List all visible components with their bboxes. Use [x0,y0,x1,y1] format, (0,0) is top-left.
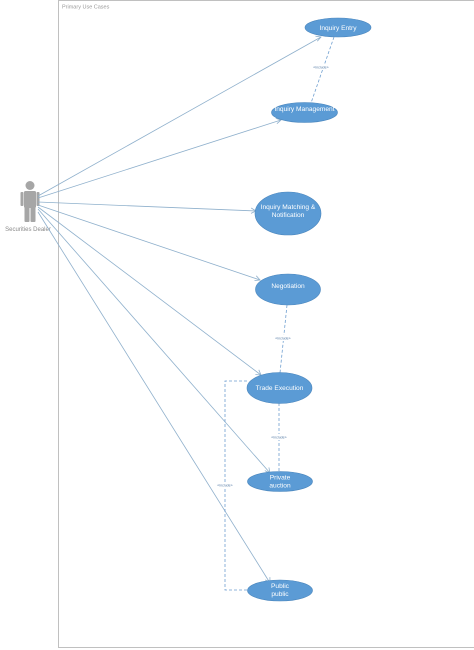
use-case-trade-execution[interactable]: Trade Execution [246,372,313,404]
use-case-label: public [271,591,289,598]
use-case-label: Inquiry Entry [319,25,357,32]
boundary-title: Primary Use Cases [62,5,110,11]
include-label: «include» [217,484,232,488]
include-label: «include» [271,436,286,440]
association-arrowhead [275,118,282,124]
use-case-negotiation[interactable]: Negotiation [255,273,321,306]
associations [37,35,322,584]
association-line-inquiry-management [37,119,282,199]
use-case-inquiry-matching[interactable]: Inquiry Matching & Notification [254,191,322,236]
use-case-label: Private [270,475,291,482]
use-case-label: Trade Execution [256,385,304,392]
use-case-label: Notification [272,212,305,219]
use-case-inquiry-management[interactable]: Inquiry Management [271,102,338,123]
use-case-inquiry-entry[interactable]: Inquiry Entry [304,17,372,38]
use-case-label: auction [269,483,291,490]
association-line-negotiation [37,204,261,281]
use-case-public-auction[interactable]: Public public [247,579,313,602]
use-case-private-auction[interactable]: Private auction [247,471,313,492]
actor-securities-dealer: Securities Dealer [5,181,51,233]
association-arrowhead [315,35,322,42]
association-line-private-auction [37,208,271,474]
association-line-inquiry-entry [37,36,322,197]
include-label: «include» [275,337,290,341]
include-relationships: «include» «include» «include» «include» [214,36,335,591]
use-case-label: Public [271,583,290,590]
association-arrowhead [254,275,261,281]
use-case-label: Inquiry Management [274,106,334,113]
use-case-label: Negotiation [271,283,305,290]
include-line-entry-management [310,36,335,104]
actor-label: Securities Dealer [5,227,51,233]
association-line-trade-execution [37,206,262,376]
use-case-label: Inquiry Matching & [261,204,316,211]
include-label: «include» [313,66,328,70]
include-line-negotiation-trade [279,304,288,374]
actor-icon [20,181,40,222]
system-boundary [58,0,474,648]
association-line-public-auction [37,211,271,584]
association-line-inquiry-matching [37,201,257,212]
